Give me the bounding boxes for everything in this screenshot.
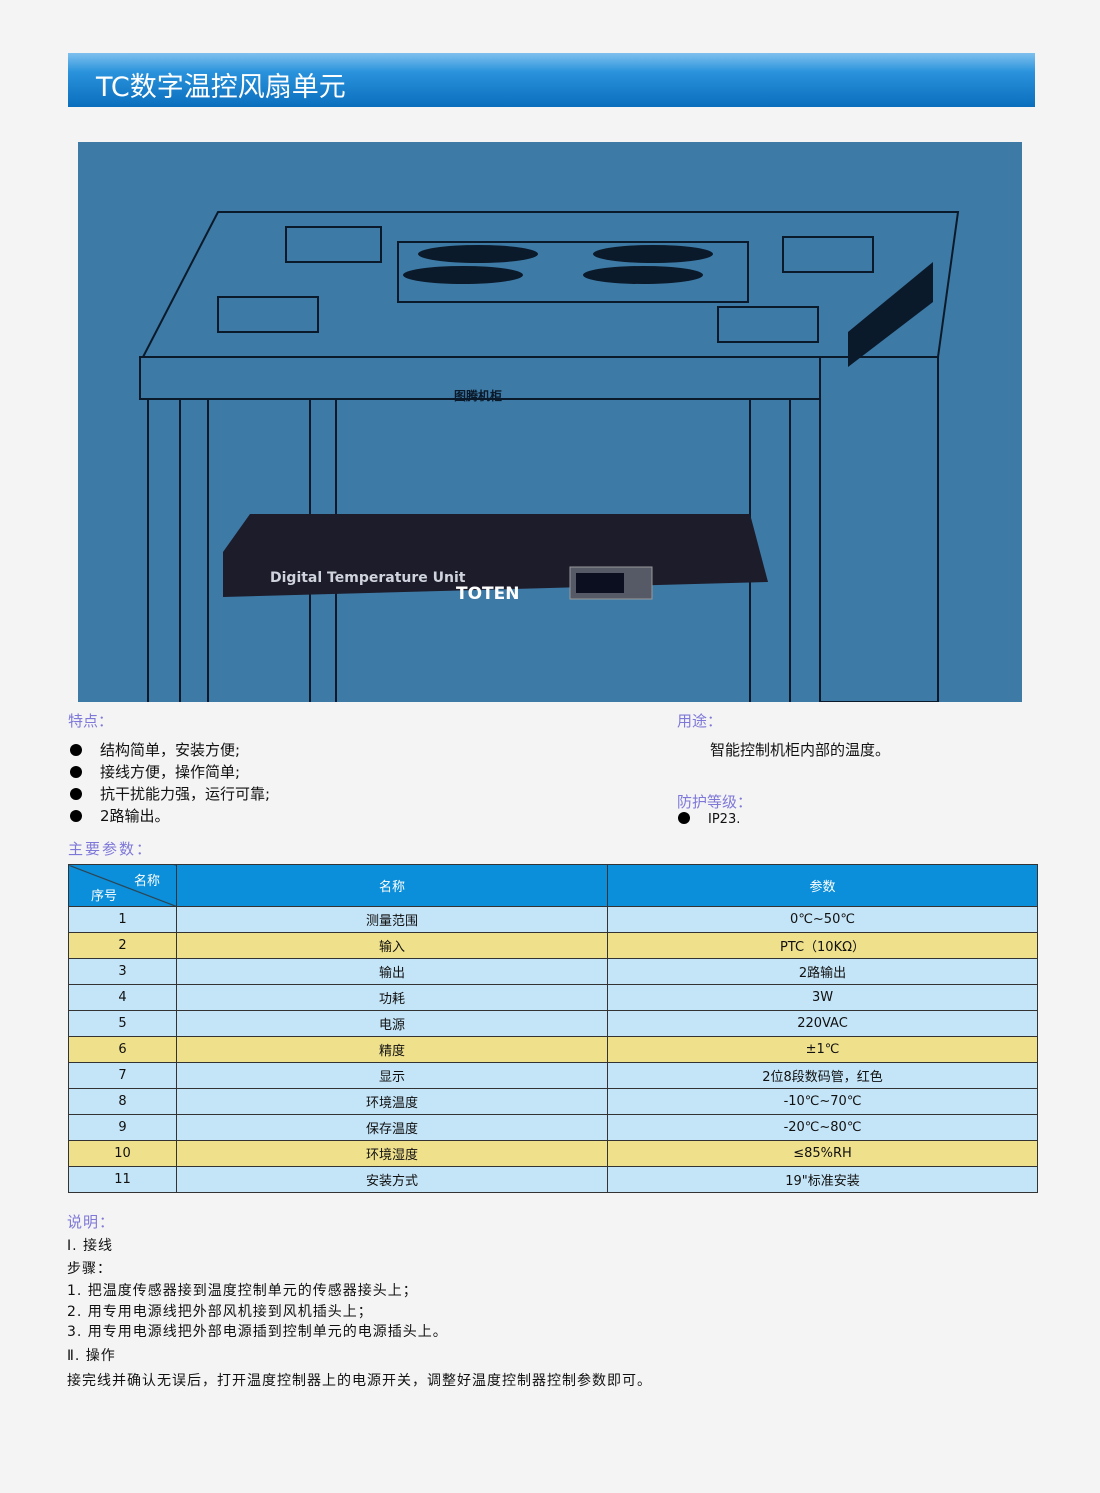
notes-line: Ⅱ. 操作 (67, 1348, 116, 1364)
cell-n: 8 (68, 1088, 177, 1115)
cell-name: 保存温度 (176, 1114, 608, 1141)
cell-n: 9 (68, 1114, 177, 1141)
corner-header: 名称序号 (68, 864, 177, 907)
cell-name: 环境温度 (176, 1088, 608, 1115)
bullet-icon (678, 812, 690, 824)
bullet-icon (70, 744, 82, 756)
cell-n: 7 (68, 1062, 177, 1089)
bullet-icon (70, 810, 82, 822)
cell-name: 功耗 (176, 984, 608, 1011)
cell-name: 显示 (176, 1062, 608, 1089)
cell-value: ±1℃ (607, 1036, 1038, 1063)
cell-n: 11 (68, 1166, 177, 1193)
cell-value: 2位8段数码管，红色 (607, 1062, 1038, 1089)
title-banner: TC数字温控风扇单元 (68, 53, 1035, 107)
cell-n: 10 (68, 1140, 177, 1167)
cell-name: 输入 (176, 932, 608, 959)
params-label: 主要参数： (68, 840, 154, 858)
cell-value: ≤85%RH (607, 1140, 1038, 1167)
notes-line: 接完线并确认无误后，打开温度控制器上的电源开关，调整好温度控制器控制参数即可。 (67, 1373, 652, 1389)
cell-name: 环境湿度 (176, 1140, 608, 1167)
notes-line: 2. 用专用电源线把外部风机接到风机插头上； (67, 1304, 373, 1320)
notes-line: Ⅰ. 接线 (67, 1238, 114, 1254)
usage-text: 智能控制机柜内部的温度。 (710, 741, 891, 759)
cell-value: PTC（10KΩ） (607, 932, 1038, 959)
rack-brand: 图腾机柜 (454, 388, 502, 403)
cell-n: 1 (68, 906, 177, 933)
cell-n: 5 (68, 1010, 177, 1037)
device-brand: TOTEN (456, 584, 519, 604)
cell-name: 安装方式 (176, 1166, 608, 1193)
cell-value: -20℃~80℃ (607, 1114, 1038, 1141)
protection-item: IP23. (678, 812, 740, 827)
cell-value: 2路输出 (607, 958, 1038, 985)
notes-line: 3. 用专用电源线把外部电源插到控制单元的电源插头上。 (67, 1324, 448, 1340)
cell-value: 3W (607, 984, 1038, 1011)
cell-n: 2 (68, 932, 177, 959)
cell-value: 0℃~50℃ (607, 906, 1038, 933)
protection-label: 防护等级： (677, 793, 753, 811)
cell-value: 19"标准安装 (607, 1166, 1038, 1193)
notes-line: 步骤： (67, 1261, 112, 1277)
feature-item: 抗干扰能力强，运行可靠; (70, 783, 270, 804)
cell-name: 电源 (176, 1010, 608, 1037)
rack-illustration: Digital Temperature Unit TOTEN 图腾机柜 (139, 211, 960, 703)
features-label: 特点： (68, 712, 114, 730)
feature-item: 结构简单，安装方便; (70, 739, 240, 760)
cell-n: 4 (68, 984, 177, 1011)
notes-label: 说明： (67, 1213, 116, 1231)
feature-item: 接线方便，操作简单; (70, 761, 240, 782)
notes-line: 1. 把温度传感器接到温度控制单元的传感器接头上； (67, 1283, 418, 1299)
usage-label: 用途： (677, 712, 723, 730)
cell-name: 精度 (176, 1036, 608, 1063)
cell-name: 输出 (176, 958, 608, 985)
cell-name: 测量范围 (176, 906, 608, 933)
header-value: 参数 (607, 864, 1038, 907)
cell-n: 3 (68, 958, 177, 985)
rack-top (141, 211, 960, 358)
bullet-icon (70, 788, 82, 800)
cell-value: -10℃~70℃ (607, 1088, 1038, 1115)
device-label: Digital Temperature Unit (270, 570, 466, 586)
page-title: TC数字温控风扇单元 (96, 72, 346, 103)
feature-item: 2路输出。 (70, 805, 170, 826)
bullet-icon (70, 766, 82, 778)
product-photo: Digital Temperature Unit TOTEN 图腾机柜 (78, 142, 1022, 703)
cell-value: 220VAC (607, 1010, 1038, 1037)
header-name: 名称 (176, 864, 608, 907)
cell-n: 6 (68, 1036, 177, 1063)
